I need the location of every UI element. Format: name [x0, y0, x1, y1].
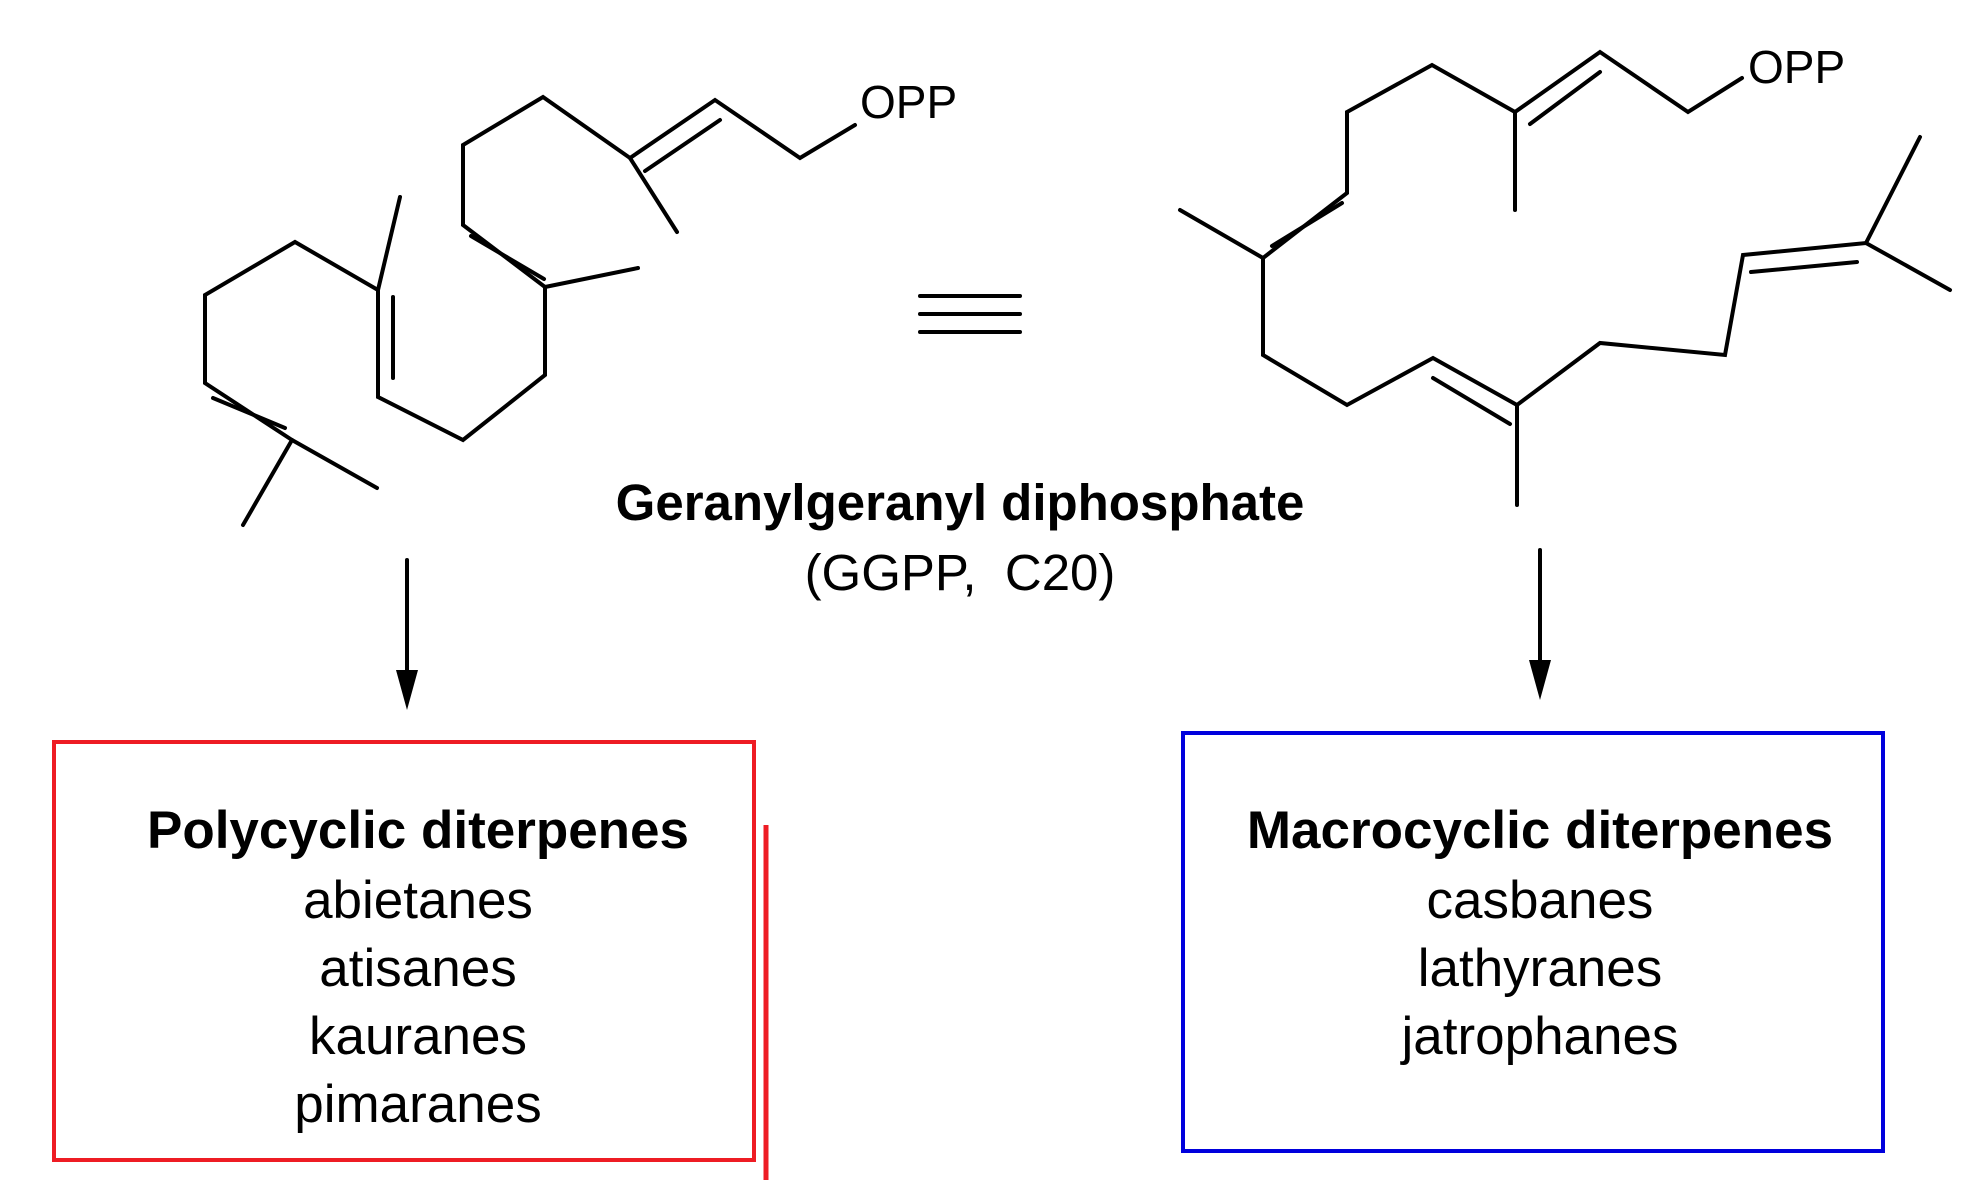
arrow-to-macrocyclic [1529, 548, 1551, 700]
ggpp-structure-right: OPP [1178, 41, 1952, 507]
polycyclic-box-border [52, 740, 756, 1162]
ggpp-right-carbon-chain [1261, 49, 1952, 408]
ggpp-right-methyl [1864, 135, 1922, 245]
ggpp-left-methyl [241, 438, 294, 527]
compound-abbreviation: (GGPP, C20) [805, 544, 1116, 601]
ggpp-left-double-bond [211, 396, 287, 430]
macrocyclic-box: Macrocyclic diterpenes casbanes lathyran… [1181, 731, 1885, 1153]
polycyclic-heading: Polycyclic diterpenes [147, 801, 689, 860]
ggpp-right-methyl [1178, 208, 1265, 260]
compound-name: Geranylgeranyl diphosphate [616, 474, 1305, 531]
ggpp-left-methyl [628, 156, 679, 234]
ggpp-left-double-bond [643, 118, 722, 173]
ggpp-left-methyl [543, 266, 640, 289]
arrow-to-polycyclic [396, 558, 418, 710]
polycyclic-class: abietanes [303, 871, 533, 930]
ggpp-left-double-bond [469, 234, 546, 281]
macrocyclic-box-border [1181, 731, 1885, 1153]
polycyclic-class: kauranes [309, 1007, 527, 1066]
ggpp-right-double-bond [1749, 260, 1859, 274]
ggpp-left-methyl [376, 195, 402, 292]
polycyclic-class: pimaranes [294, 1075, 541, 1134]
ggpp-right-double-bond [1431, 376, 1512, 426]
polycyclic-box: Polycyclic diterpenes abietanes atisanes… [52, 740, 769, 1180]
opp-label: OPP [1748, 41, 1845, 93]
macrocyclic-class: jatrophanes [1400, 1007, 1679, 1066]
macrocyclic-class: casbanes [1427, 871, 1654, 930]
ggpp-right-double-bond [1528, 70, 1602, 126]
ggpp-structure-left: OPP [203, 76, 957, 527]
ggpp-left-methyl [290, 438, 379, 490]
macrocyclic-heading: Macrocyclic diterpenes [1247, 801, 1833, 860]
opp-label: OPP [860, 76, 957, 128]
macrocyclic-class: lathyranes [1418, 939, 1663, 998]
ggpp-left-carbon-chain [203, 94, 857, 443]
polycyclic-class: atisanes [319, 939, 516, 998]
ggpp-right-double-bond [1270, 201, 1344, 248]
equivalence-symbol [918, 294, 1022, 334]
